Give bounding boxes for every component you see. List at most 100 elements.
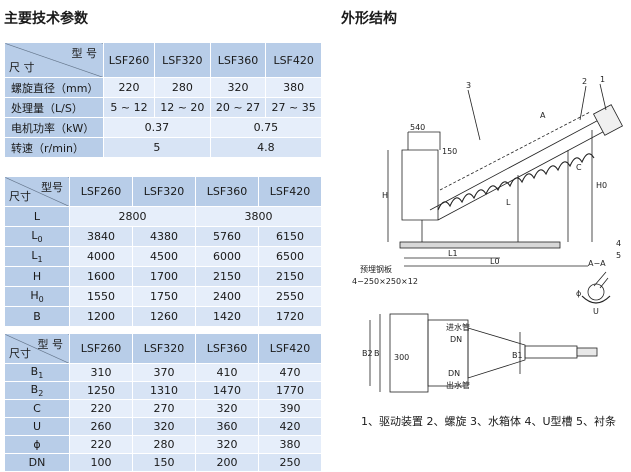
- label-phi: ϕ: [576, 289, 581, 298]
- table2-cell: 2150: [258, 266, 322, 287]
- table2-cell: 1420: [195, 306, 259, 327]
- table1-row-label: 处理量（L/S）: [4, 97, 104, 118]
- table3-cell: 380: [258, 435, 322, 454]
- table3-cell: 220: [69, 435, 133, 454]
- table3-row-label: C: [4, 399, 70, 418]
- section-label: A−A: [588, 259, 606, 268]
- table2-cell: 6150: [258, 226, 322, 247]
- label-a: A: [540, 111, 546, 120]
- embed-plate-size: 4−250×250×12: [352, 277, 418, 286]
- callout-2: 2: [582, 77, 587, 86]
- table2-cell: 1600: [69, 266, 133, 287]
- label-h0: H0: [596, 181, 607, 190]
- table2-cell: 1750: [132, 286, 196, 307]
- table1-cell: 280: [154, 77, 211, 98]
- table2-cell: 2400: [195, 286, 259, 307]
- table1-cell: 4.8: [209, 137, 323, 158]
- table2-cell: 6500: [258, 246, 322, 267]
- table3-cell: 310: [69, 363, 133, 382]
- table1-cell: 27 ~ 35: [265, 97, 322, 118]
- table3-model: LSF420: [258, 333, 322, 364]
- table3-row-label: DN: [4, 453, 70, 472]
- table3-cell: 1310: [132, 381, 196, 400]
- table3-row-label: B2: [4, 381, 70, 400]
- table1-corner: 型 号 尺 寸: [4, 42, 104, 78]
- table3-cell: 250: [258, 453, 322, 472]
- table3-cell: 270: [132, 399, 196, 418]
- label-b2: B2: [362, 349, 373, 358]
- table1-cell: 5: [103, 137, 211, 158]
- table1-model: LSF360: [209, 42, 267, 78]
- inlet-dn: DN: [450, 335, 462, 344]
- table3-corner: 型 号 尺寸: [4, 333, 70, 364]
- label-u: U: [593, 307, 599, 316]
- table2-cell: 1550: [69, 286, 133, 307]
- inlet-label: 进水管: [446, 322, 470, 332]
- table1-row-label: 螺旋直径（mm）: [4, 77, 104, 98]
- table2-row-label: B: [4, 306, 70, 327]
- table1-cell: 380: [265, 77, 322, 98]
- table2-cell: 2550: [258, 286, 322, 307]
- label-b1: B1: [512, 351, 523, 360]
- table3-row-label: U: [4, 417, 70, 436]
- table1-model: LSF260: [103, 42, 155, 78]
- table1-row-label: 转速（r/min）: [4, 137, 104, 158]
- structure-heading: 外形结构: [341, 11, 397, 27]
- table3-cell: 200: [195, 453, 259, 472]
- structure-drawing: 3 2 1 540 150 A H L H0 C L1 L0 预埋钢板 4−25…: [352, 75, 624, 393]
- table1-cell: 0.75: [209, 117, 323, 138]
- table1-cell: 12 ~ 20: [154, 97, 211, 118]
- table2-cell: 2150: [195, 266, 259, 287]
- table2-model: LSF360: [195, 176, 259, 207]
- table2-cell: 4380: [132, 226, 196, 247]
- callout-3: 3: [466, 81, 471, 90]
- table1-cell: 220: [103, 77, 155, 98]
- outlet-label: 出水管: [446, 380, 470, 390]
- table2-row-label: L: [4, 206, 70, 227]
- table3-cell: 100: [69, 453, 133, 472]
- table1-cell: 20 ~ 27: [209, 97, 267, 118]
- table3-model: LSF260: [69, 333, 133, 364]
- table-dimensions-1: 型号 尺寸 LSF260 LSF320 LSF360 LSF420 L 2800…: [4, 176, 322, 327]
- table3-cell: 410: [195, 363, 259, 382]
- table2-model: LSF260: [69, 176, 133, 207]
- drawing-labels: 3 2 1 540 150 A H L H0 C L1 L0 预埋钢板 4−25…: [352, 75, 621, 390]
- table3-row-label: ϕ: [4, 435, 70, 454]
- table3-cell: 390: [258, 399, 322, 418]
- dim-300: 300: [394, 353, 409, 362]
- table2-cell: 3800: [195, 206, 322, 227]
- table2-row-label: L0: [4, 226, 70, 247]
- label-h: H: [382, 191, 388, 200]
- table2-row-label: L1: [4, 246, 70, 267]
- outlet-dn: DN: [448, 369, 460, 378]
- dim-150: 150: [442, 147, 457, 156]
- table3-cell: 320: [195, 399, 259, 418]
- table3-cell: 1250: [69, 381, 133, 400]
- table2-cell: 1700: [132, 266, 196, 287]
- table3-cell: 370: [132, 363, 196, 382]
- callout-5: 5: [616, 251, 621, 260]
- label-b: B: [374, 349, 380, 358]
- table3-row-label: B1: [4, 363, 70, 382]
- table3-cell: 420: [258, 417, 322, 436]
- table-dimensions-2: 型 号 尺寸 LSF260 LSF320 LSF360 LSF420 B1 31…: [4, 333, 322, 472]
- drawing-caption: 1、驱动装置 2、螺旋 3、水箱体 4、U型槽 5、衬条: [361, 415, 617, 428]
- table3-cell: 470: [258, 363, 322, 382]
- params-heading: 主要技术参数: [4, 11, 88, 27]
- table1-row-label: 电机功率（kW）: [4, 117, 104, 138]
- table3-model: LSF360: [195, 333, 259, 364]
- table3-cell: 1770: [258, 381, 322, 400]
- table3-cell: 260: [69, 417, 133, 436]
- callout-4: 4: [616, 239, 621, 248]
- table3-cell: 320: [132, 417, 196, 436]
- table1-model: LSF420: [265, 42, 322, 78]
- label-c: C: [576, 163, 582, 172]
- table1-cell: 5 ~ 12: [103, 97, 155, 118]
- table2-cell: 6000: [195, 246, 259, 267]
- table2-cell: 5760: [195, 226, 259, 247]
- table1-cell: 320: [209, 77, 267, 98]
- callout-1: 1: [600, 75, 605, 84]
- table3-cell: 150: [132, 453, 196, 472]
- table1-model: LSF320: [154, 42, 211, 78]
- label-l1: L1: [448, 249, 458, 258]
